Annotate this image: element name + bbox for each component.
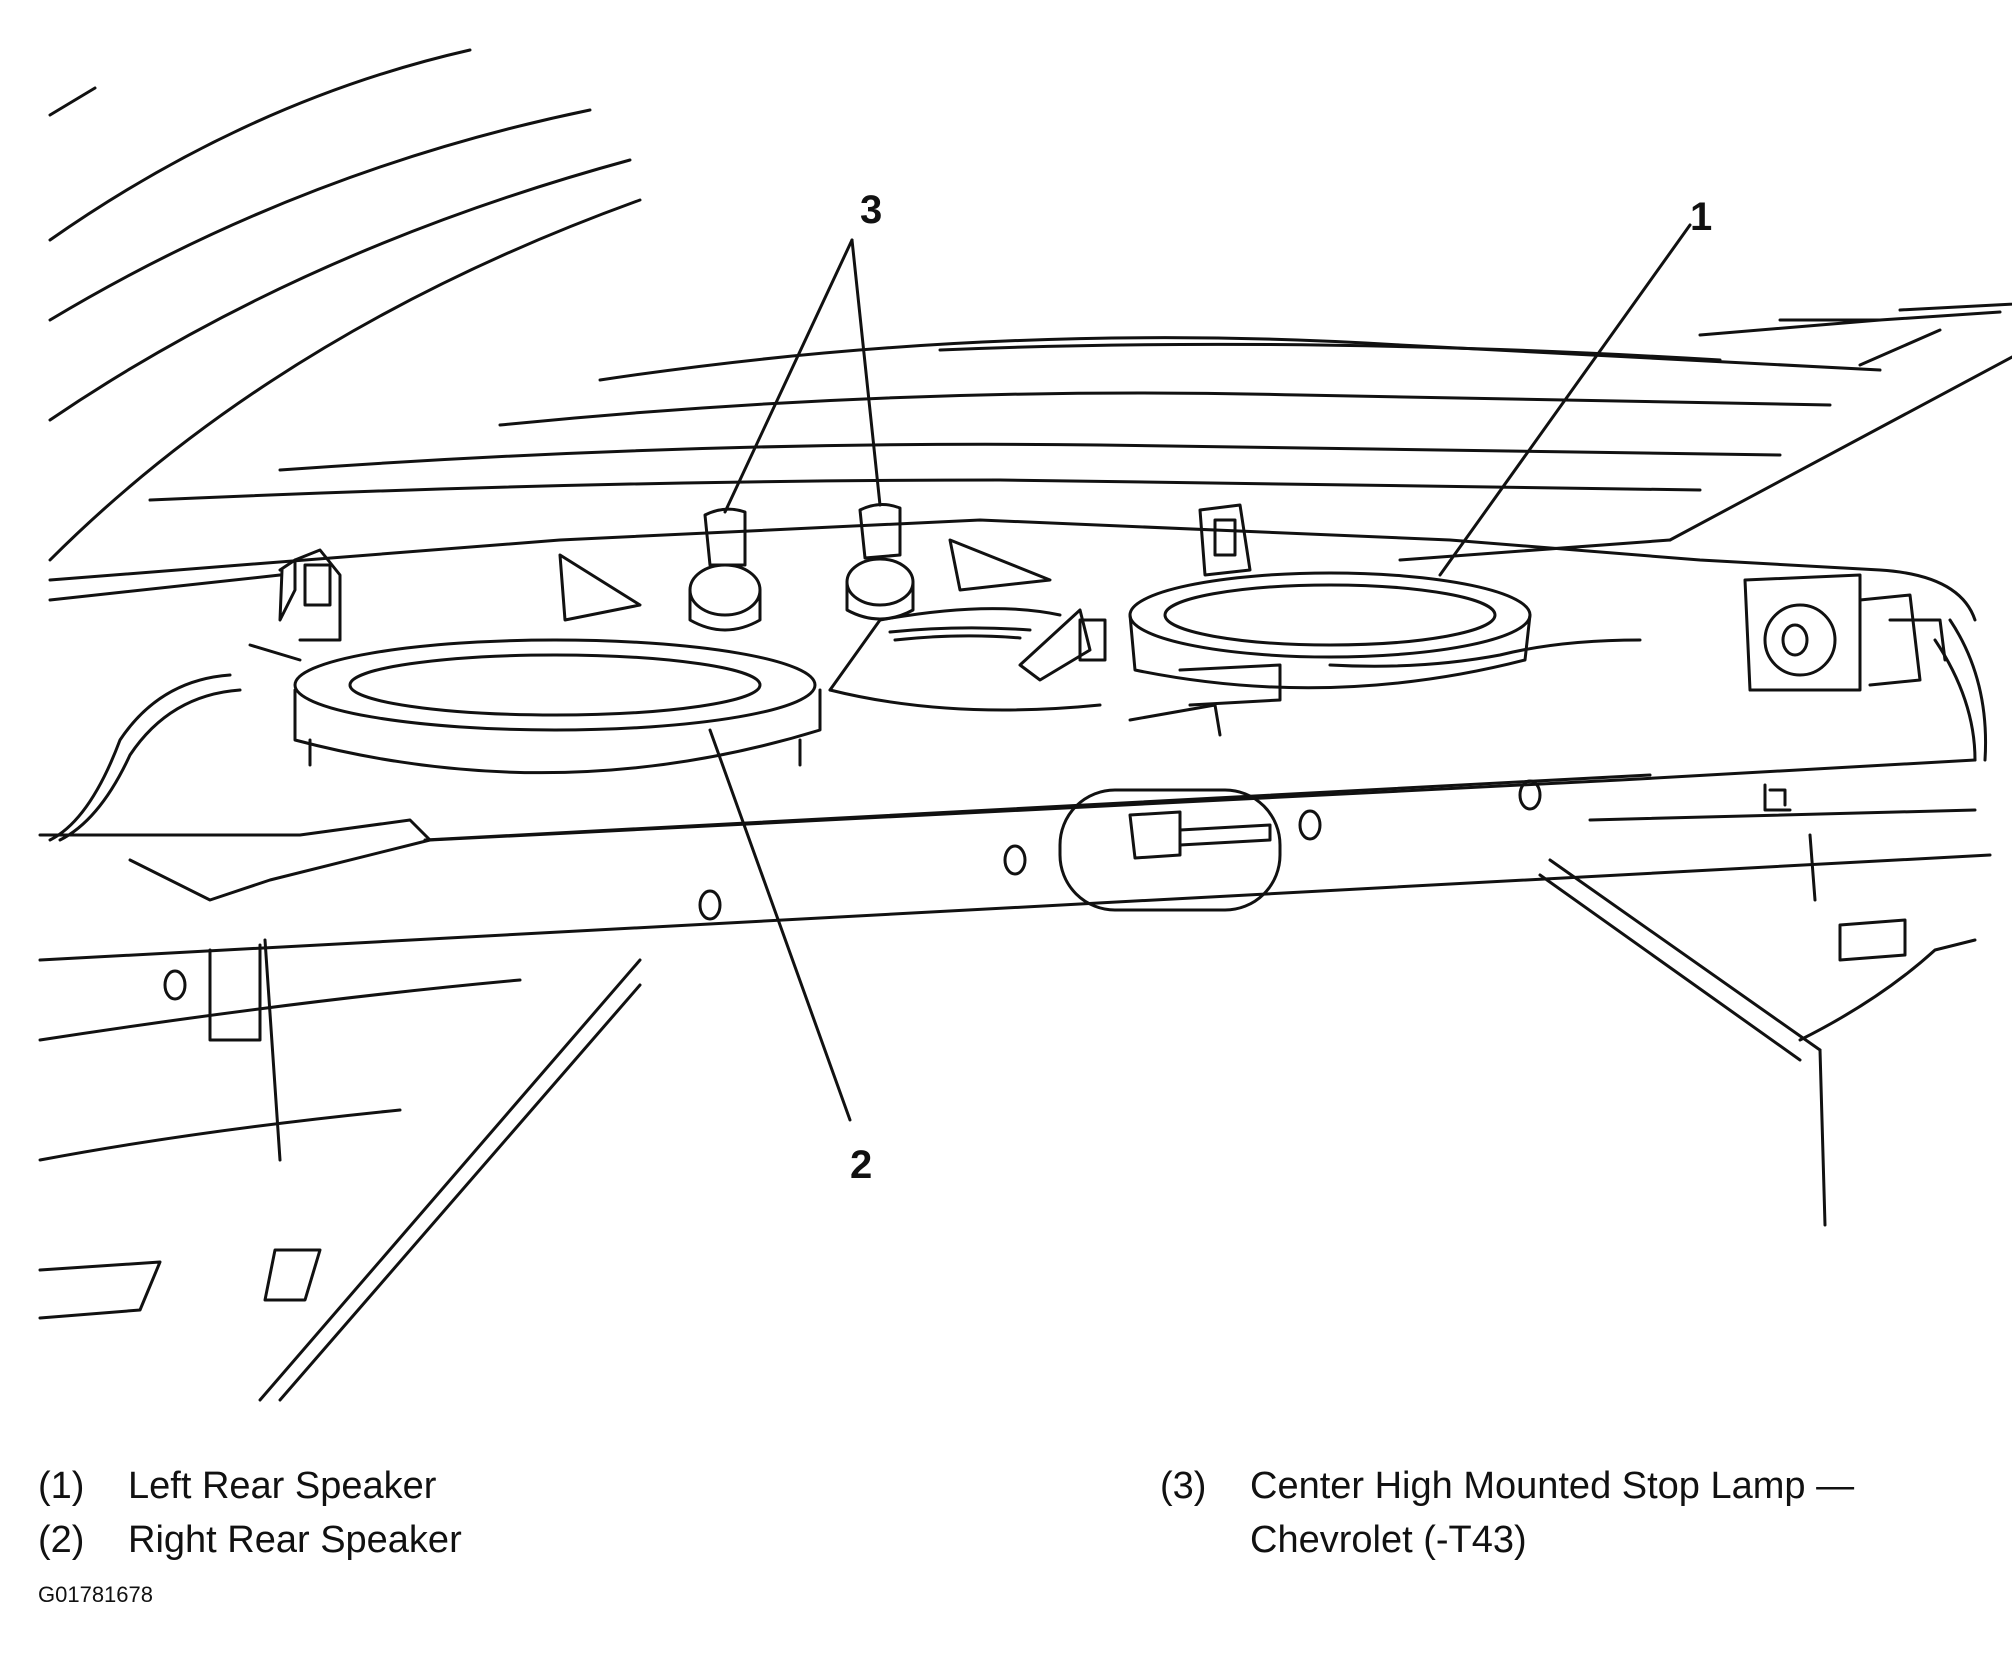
right-bracket — [948, 538, 1052, 592]
legend-item-3: (3) Center High Mounted Stop Lamp — — [1160, 1460, 1854, 1512]
legend-item-2: (2) Right Rear Speaker — [38, 1514, 462, 1566]
upper-mounting-clip — [1198, 503, 1252, 577]
callout-1: 1 — [1690, 195, 1713, 239]
right-rear-speaker — [293, 638, 822, 775]
right-side-module — [1743, 573, 1988, 762]
center-dome — [828, 607, 1102, 712]
left-mounting-clip — [248, 548, 342, 662]
left-wire-harness — [48, 673, 232, 842]
center-mounting-clip — [1018, 608, 1107, 682]
left-bracket — [558, 553, 642, 622]
legend-number: (3) — [1160, 1465, 1207, 1507]
legend-number: (1) — [38, 1465, 85, 1507]
package-shelf-outline — [38, 518, 1992, 1402]
callout-3: 3 — [860, 188, 883, 232]
left-wire-harness-2 — [58, 688, 242, 842]
legend-text: Center High Mounted Stop Lamp — — [1250, 1465, 1855, 1507]
rear-package-shelf-illustration — [38, 48, 2012, 1402]
mounting-holes — [163, 779, 1542, 1001]
legend-text: Chevrolet (-T43) — [1250, 1519, 1527, 1561]
right-clip-glyph — [1763, 783, 1792, 812]
callout-leader-lines — [708, 223, 1692, 1122]
legend-number: (2) — [38, 1519, 85, 1561]
stop-lamp-bulb-right — [845, 503, 915, 621]
callout-2: 2 — [850, 1143, 873, 1187]
legend-text: Left Rear Speaker — [128, 1465, 437, 1507]
legend-text: Right Rear Speaker — [128, 1519, 462, 1561]
figure-code: G01781678 — [38, 1582, 153, 1607]
deck-hatching-lines — [148, 302, 2012, 562]
rear-window-glass-lines — [48, 48, 642, 562]
stop-lamp-bulb-left — [688, 507, 762, 632]
right-wire-harness — [1328, 638, 1642, 668]
legend-item-3-continued: Chevrolet (-T43) — [1250, 1514, 1527, 1566]
legend-item-1: (1) Left Rear Speaker — [38, 1460, 436, 1512]
left-rear-speaker — [1128, 571, 1532, 737]
access-cover — [1058, 788, 1282, 912]
